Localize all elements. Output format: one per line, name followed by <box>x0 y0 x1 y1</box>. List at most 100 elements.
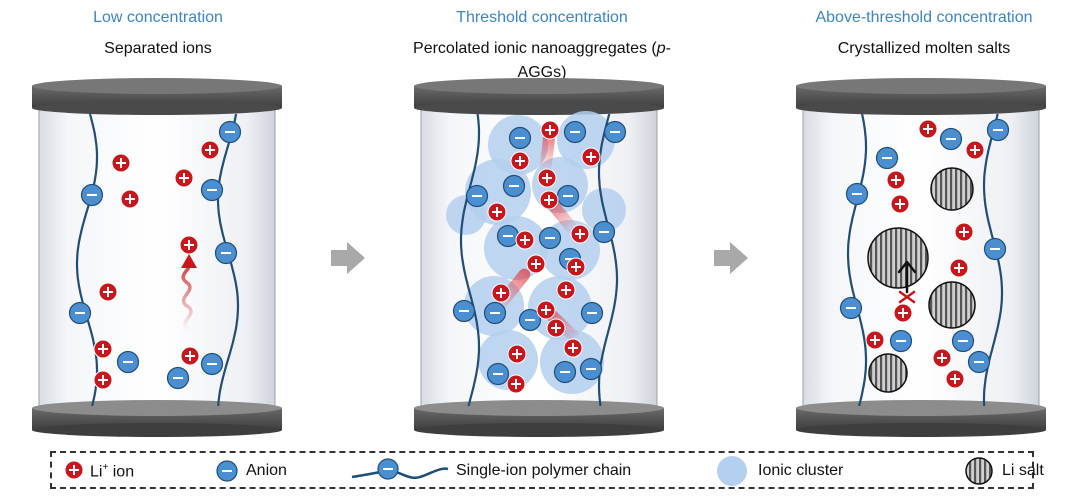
anion-symbol <box>216 460 238 482</box>
hop-trail <box>539 129 556 173</box>
anion <box>875 146 899 170</box>
plus-icon <box>568 343 578 353</box>
plus-icon <box>69 465 79 475</box>
plus-icon <box>551 323 561 333</box>
minus-icon <box>123 361 133 363</box>
anion <box>592 220 616 244</box>
plus-icon <box>575 229 585 239</box>
plus-icon <box>970 145 980 155</box>
li-ion <box>556 280 576 300</box>
li-ion-symbol <box>64 460 84 480</box>
minus-icon <box>221 252 231 254</box>
polymer-chain-symbol <box>351 458 449 480</box>
li-ion <box>570 224 590 244</box>
minus-icon <box>993 129 1003 131</box>
minus-icon <box>509 185 519 187</box>
minus-icon <box>990 248 1000 250</box>
ion-trajectory <box>181 256 193 332</box>
minus-icon <box>958 340 968 342</box>
plus-icon <box>895 199 905 209</box>
li-salt-crystal <box>930 167 974 211</box>
li-ion <box>537 168 557 188</box>
anion <box>486 362 510 386</box>
li-ion <box>566 257 586 277</box>
anion <box>579 357 603 381</box>
minus-icon <box>587 312 597 314</box>
anion <box>116 350 140 374</box>
anion <box>983 237 1007 261</box>
li-ion <box>506 374 526 394</box>
plus-icon <box>116 158 126 168</box>
panel-3-title: Above-threshold concentration <box>815 9 1033 26</box>
anion <box>553 360 577 384</box>
anion <box>580 301 604 325</box>
li-ion <box>890 194 910 214</box>
plus-icon <box>950 374 960 384</box>
plus-icon <box>511 379 521 389</box>
li-ion <box>886 170 906 190</box>
panel-2-title: Threshold concentration <box>456 9 628 26</box>
anion <box>889 329 913 353</box>
li-ion <box>515 230 535 250</box>
anion <box>452 299 476 323</box>
minus-icon <box>846 307 856 309</box>
anion <box>502 174 526 198</box>
anion <box>951 329 975 353</box>
minus-icon <box>599 231 609 233</box>
li-ion <box>526 254 546 274</box>
plus-icon <box>496 288 506 298</box>
plus-icon <box>531 259 541 269</box>
anion <box>214 241 238 265</box>
plus-icon <box>923 124 933 134</box>
polymer-chain <box>459 113 481 407</box>
legend-anion-label: Anion <box>246 462 287 479</box>
anion <box>839 296 863 320</box>
li-salt-crystal <box>868 353 908 393</box>
plus-icon <box>959 227 969 237</box>
li-ion <box>865 330 885 350</box>
li-ion <box>932 348 952 368</box>
li-ion <box>98 282 118 302</box>
minus-icon <box>207 363 217 365</box>
plus-icon <box>515 156 525 166</box>
li-ion <box>179 235 199 255</box>
minus-icon <box>946 138 956 140</box>
anion <box>218 120 242 144</box>
anion <box>563 120 587 144</box>
anion <box>939 127 963 151</box>
plus-icon <box>492 207 502 217</box>
arrow-right-icon <box>714 242 748 274</box>
plus-icon <box>545 125 555 135</box>
li-ion <box>965 140 985 160</box>
plus-icon <box>891 175 901 185</box>
li-salt-crystal <box>928 281 976 329</box>
minus-icon <box>586 368 596 370</box>
minus-icon <box>207 189 217 191</box>
plus-icon <box>954 263 964 273</box>
minus-icon <box>852 193 862 195</box>
minus-icon <box>173 377 183 379</box>
plus-icon <box>512 349 522 359</box>
li-ion <box>180 346 200 366</box>
anion <box>465 184 489 208</box>
ionic-cluster-symbol <box>717 456 747 486</box>
plus-icon <box>205 145 215 155</box>
li-ion <box>200 140 220 160</box>
minus-icon <box>570 131 580 133</box>
minus-icon <box>525 319 535 321</box>
plus-icon <box>542 173 552 183</box>
li-salt-symbol <box>965 457 993 485</box>
minus-icon <box>472 195 482 197</box>
li-ion <box>507 344 527 364</box>
li-ion <box>487 202 507 222</box>
li-ion <box>918 119 938 139</box>
cylinder-low-concentration <box>32 78 282 437</box>
plus-icon <box>184 240 194 250</box>
anion <box>166 366 190 390</box>
li-ion <box>539 190 559 210</box>
legend-li-ion-label: Li+ ion <box>90 462 135 481</box>
anion <box>483 301 507 325</box>
minus-icon <box>493 373 503 375</box>
legend-ionic-cluster-label: Ionic cluster <box>758 462 844 479</box>
plus-icon <box>541 305 551 315</box>
